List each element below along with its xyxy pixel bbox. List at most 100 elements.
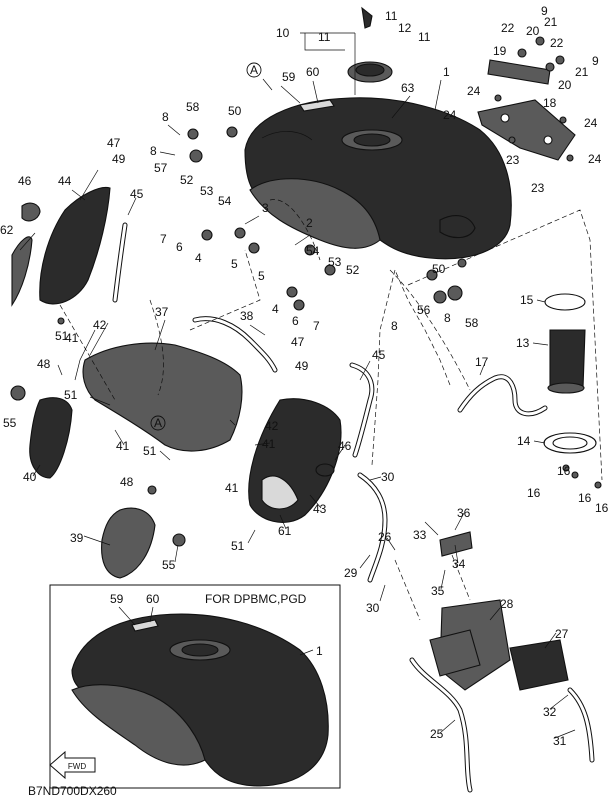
callout: 10 xyxy=(276,26,290,40)
callout: 4 xyxy=(272,302,279,316)
callout: 38 xyxy=(240,309,254,323)
callout: 20 xyxy=(526,24,540,38)
callout: 18 xyxy=(543,96,557,110)
canister xyxy=(429,531,569,691)
callout: 48 xyxy=(120,475,134,489)
callout: 21 xyxy=(575,65,589,79)
callout: 24 xyxy=(467,84,481,98)
callout: 36 xyxy=(457,506,471,520)
callout: 63 xyxy=(401,81,415,95)
callout: 51 xyxy=(55,329,69,343)
callout: 22 xyxy=(550,36,564,50)
tank-rear-bracket xyxy=(477,59,576,161)
callout: 5 xyxy=(231,257,238,271)
callout: 41 xyxy=(262,437,276,451)
callout: 31 xyxy=(553,734,567,748)
callout: 52 xyxy=(180,173,194,187)
callout: 9 xyxy=(592,54,599,68)
callout: 27 xyxy=(555,627,569,641)
callout: 20 xyxy=(558,78,572,92)
callout: 55 xyxy=(162,558,176,572)
callout: 11 xyxy=(385,9,398,23)
callout: 1 xyxy=(316,644,323,658)
callout: 5 xyxy=(258,269,265,283)
reference-marker-a-top: A xyxy=(246,62,262,78)
callout: 24 xyxy=(588,152,602,166)
callout: 50 xyxy=(432,262,446,276)
callout: 49 xyxy=(295,359,309,373)
reference-marker-a-bottom: A xyxy=(150,415,166,431)
callout: 30 xyxy=(366,601,380,615)
callout: 57 xyxy=(154,161,168,175)
callout: 24 xyxy=(443,108,457,122)
callout: 55 xyxy=(3,416,17,430)
callout: 58 xyxy=(465,316,479,330)
callout: 1 xyxy=(443,65,450,79)
callout: 16 xyxy=(557,464,571,478)
callout: 54 xyxy=(218,194,232,208)
callout: 17 xyxy=(475,355,489,369)
marker-label: A xyxy=(154,416,162,430)
callout: 21 xyxy=(544,15,558,29)
leader-lines xyxy=(19,32,576,739)
variant-inset: FOR DPBMC,PGD xyxy=(49,584,341,789)
callout: 11 xyxy=(418,30,431,44)
filler-cap xyxy=(347,6,393,83)
callout: 47 xyxy=(107,136,121,150)
callout: 11 xyxy=(318,30,331,44)
callout: 30 xyxy=(381,470,395,484)
callout: 54 xyxy=(306,244,320,258)
fwd-label: FWD xyxy=(68,762,86,771)
right-side-cover xyxy=(248,398,342,523)
callout: 51 xyxy=(64,388,78,402)
callout: 19 xyxy=(493,44,507,58)
callout: 15 xyxy=(520,293,534,307)
callout: 52 xyxy=(346,263,360,277)
callout: 4 xyxy=(195,251,202,265)
callout: 6 xyxy=(292,314,299,328)
callout: 42 xyxy=(93,318,107,332)
callout: 40 xyxy=(23,470,37,484)
callout: 49 xyxy=(112,152,126,166)
callout: 44 xyxy=(58,174,72,188)
callout: 48 xyxy=(37,357,51,371)
callout: 61 xyxy=(278,524,292,538)
fasteners xyxy=(10,36,602,547)
callout: 45 xyxy=(372,348,386,362)
callout: 32 xyxy=(543,705,557,719)
callout: 9 xyxy=(541,4,548,18)
callout: 41 xyxy=(225,481,239,495)
callout: 8 xyxy=(162,110,169,124)
callout: 26 xyxy=(378,530,392,544)
callout: 3 xyxy=(262,201,269,215)
callout: 56 xyxy=(417,303,431,317)
callout: 42 xyxy=(265,419,279,433)
routing-lines xyxy=(59,199,603,621)
callout: 37 xyxy=(155,305,169,319)
callout: 8 xyxy=(391,319,398,333)
callout: 58 xyxy=(186,100,200,114)
callout: 14 xyxy=(517,434,531,448)
callout: 34 xyxy=(452,557,466,571)
callout: 62 xyxy=(0,223,14,237)
marker-label: A xyxy=(250,63,258,77)
callout: 13 xyxy=(516,336,530,350)
callout: 7 xyxy=(313,319,320,333)
lower-left-cover xyxy=(101,507,156,579)
callout: 53 xyxy=(328,255,342,269)
callout: 35 xyxy=(431,584,445,598)
callout: 47 xyxy=(291,335,305,349)
callout: 59 xyxy=(110,592,124,606)
breather-hoses xyxy=(112,222,595,793)
callout: 29 xyxy=(344,566,358,580)
callout: 8 xyxy=(444,311,451,325)
callout: 41 xyxy=(116,439,130,453)
callout: 39 xyxy=(70,531,84,545)
callout: 25 xyxy=(430,727,444,741)
callout: 16 xyxy=(527,486,541,500)
callout: 8 xyxy=(150,144,157,158)
fuel-tank xyxy=(244,97,512,260)
callout: 43 xyxy=(313,502,327,516)
callout-numbers: 1 1 2 3 4 4 5 5 6 6 7 7 8 8 8 8 9 9 10 1… xyxy=(0,4,609,748)
